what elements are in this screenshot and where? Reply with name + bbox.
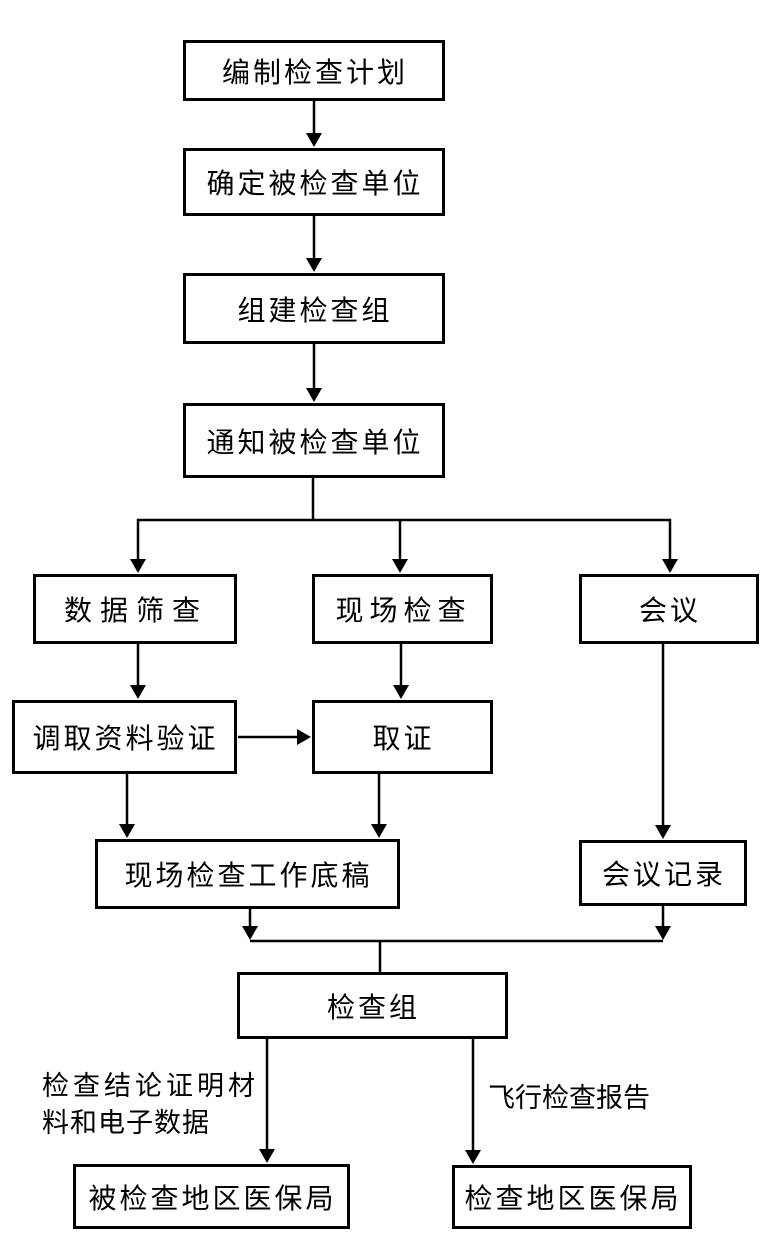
node-meeting: 会议 bbox=[579, 574, 759, 644]
edge-plan-to-determine-unit-arrow bbox=[306, 101, 322, 147]
edge-notify-unit-to-branch-line bbox=[137, 478, 671, 522]
edge-determine-unit-to-form-team-arrow bbox=[306, 216, 322, 272]
edge-onsite-inspection-to-evidence-arrow bbox=[393, 644, 409, 699]
node-determine-unit: 确定被检查单位 bbox=[183, 148, 445, 216]
node-working-paper-label: 现场检查工作底稿 bbox=[124, 861, 373, 892]
node-plan-label: 编制检查计划 bbox=[221, 57, 408, 89]
node-data-screening-label: 数据筛查 bbox=[63, 596, 208, 627]
node-notify-unit-label: 通知被检查单位 bbox=[206, 427, 424, 459]
node-inspection-team-label: 检查组 bbox=[326, 992, 420, 1024]
edge-label-conclusion-materials-line2: 料和电子数据 bbox=[42, 1108, 210, 1138]
node-onsite-inspection-label: 现场检查 bbox=[335, 596, 472, 627]
edge-branch-to-data-screening-arrow bbox=[130, 519, 146, 573]
edge-evidence-to-working-paper-arrow bbox=[371, 774, 387, 838]
node-meeting-minutes-label: 会议记录 bbox=[601, 860, 726, 891]
edge-retrieve-verify-to-working-paper-arrow bbox=[119, 774, 135, 838]
node-form-team: 组建检查组 bbox=[183, 273, 445, 344]
node-retrieve-verify-label: 调取资料验证 bbox=[32, 724, 219, 755]
node-plan: 编制检查计划 bbox=[183, 40, 445, 101]
edge-data-screening-to-retrieve-verify-arrow bbox=[130, 644, 146, 699]
node-onsite-inspection: 现场检查 bbox=[312, 574, 493, 644]
node-inspected-bureau: 被检查地区医保局 bbox=[73, 1164, 350, 1229]
edge-form-team-to-notify-unit-arrow bbox=[306, 344, 322, 402]
node-inspection-team: 检查组 bbox=[237, 972, 508, 1039]
node-working-paper: 现场检查工作底稿 bbox=[95, 839, 400, 909]
edge-merge-line-to-inspection-team bbox=[250, 939, 663, 972]
edge-branch-to-meeting-arrow bbox=[662, 519, 678, 573]
node-form-team-label: 组建检查组 bbox=[237, 295, 393, 327]
edge-label-conclusion-materials: 检查结论证明材 料和电子数据 bbox=[42, 1068, 259, 1142]
edge-inspection-team-to-inspecting-bureau-arrow bbox=[465, 1039, 481, 1164]
node-inspecting-bureau-label: 检查地区医保局 bbox=[464, 1184, 682, 1215]
edge-branch-to-onsite-inspection-arrow bbox=[392, 519, 408, 573]
node-retrieve-verify: 调取资料验证 bbox=[12, 700, 237, 774]
node-determine-unit-label: 确定被检查单位 bbox=[206, 169, 424, 200]
edge-working-paper-to-merge-arrow bbox=[242, 909, 258, 940]
node-data-screening: 数据筛查 bbox=[33, 574, 237, 644]
node-meeting-label: 会议 bbox=[638, 596, 701, 627]
node-evidence-label: 取证 bbox=[372, 724, 435, 755]
edge-retrieve-verify-to-evidence-arrow bbox=[238, 729, 311, 745]
edge-label-flight-report: 飞行检查报告 bbox=[488, 1083, 650, 1113]
node-meeting-minutes: 会议记录 bbox=[579, 840, 747, 906]
edge-inspection-team-to-inspected-bureau-arrow bbox=[259, 1039, 275, 1163]
edge-label-conclusion-materials-line1: 检查结论证明材 bbox=[42, 1071, 259, 1101]
node-inspected-bureau-label: 被检查地区医保局 bbox=[88, 1183, 337, 1215]
node-inspecting-bureau: 检查地区医保局 bbox=[452, 1165, 692, 1229]
edge-meeting-to-meeting-minutes-arrow bbox=[655, 644, 671, 839]
node-evidence: 取证 bbox=[312, 700, 493, 774]
node-notify-unit: 通知被检查单位 bbox=[183, 403, 445, 478]
edge-meeting-minutes-to-merge-arrow bbox=[655, 906, 671, 940]
